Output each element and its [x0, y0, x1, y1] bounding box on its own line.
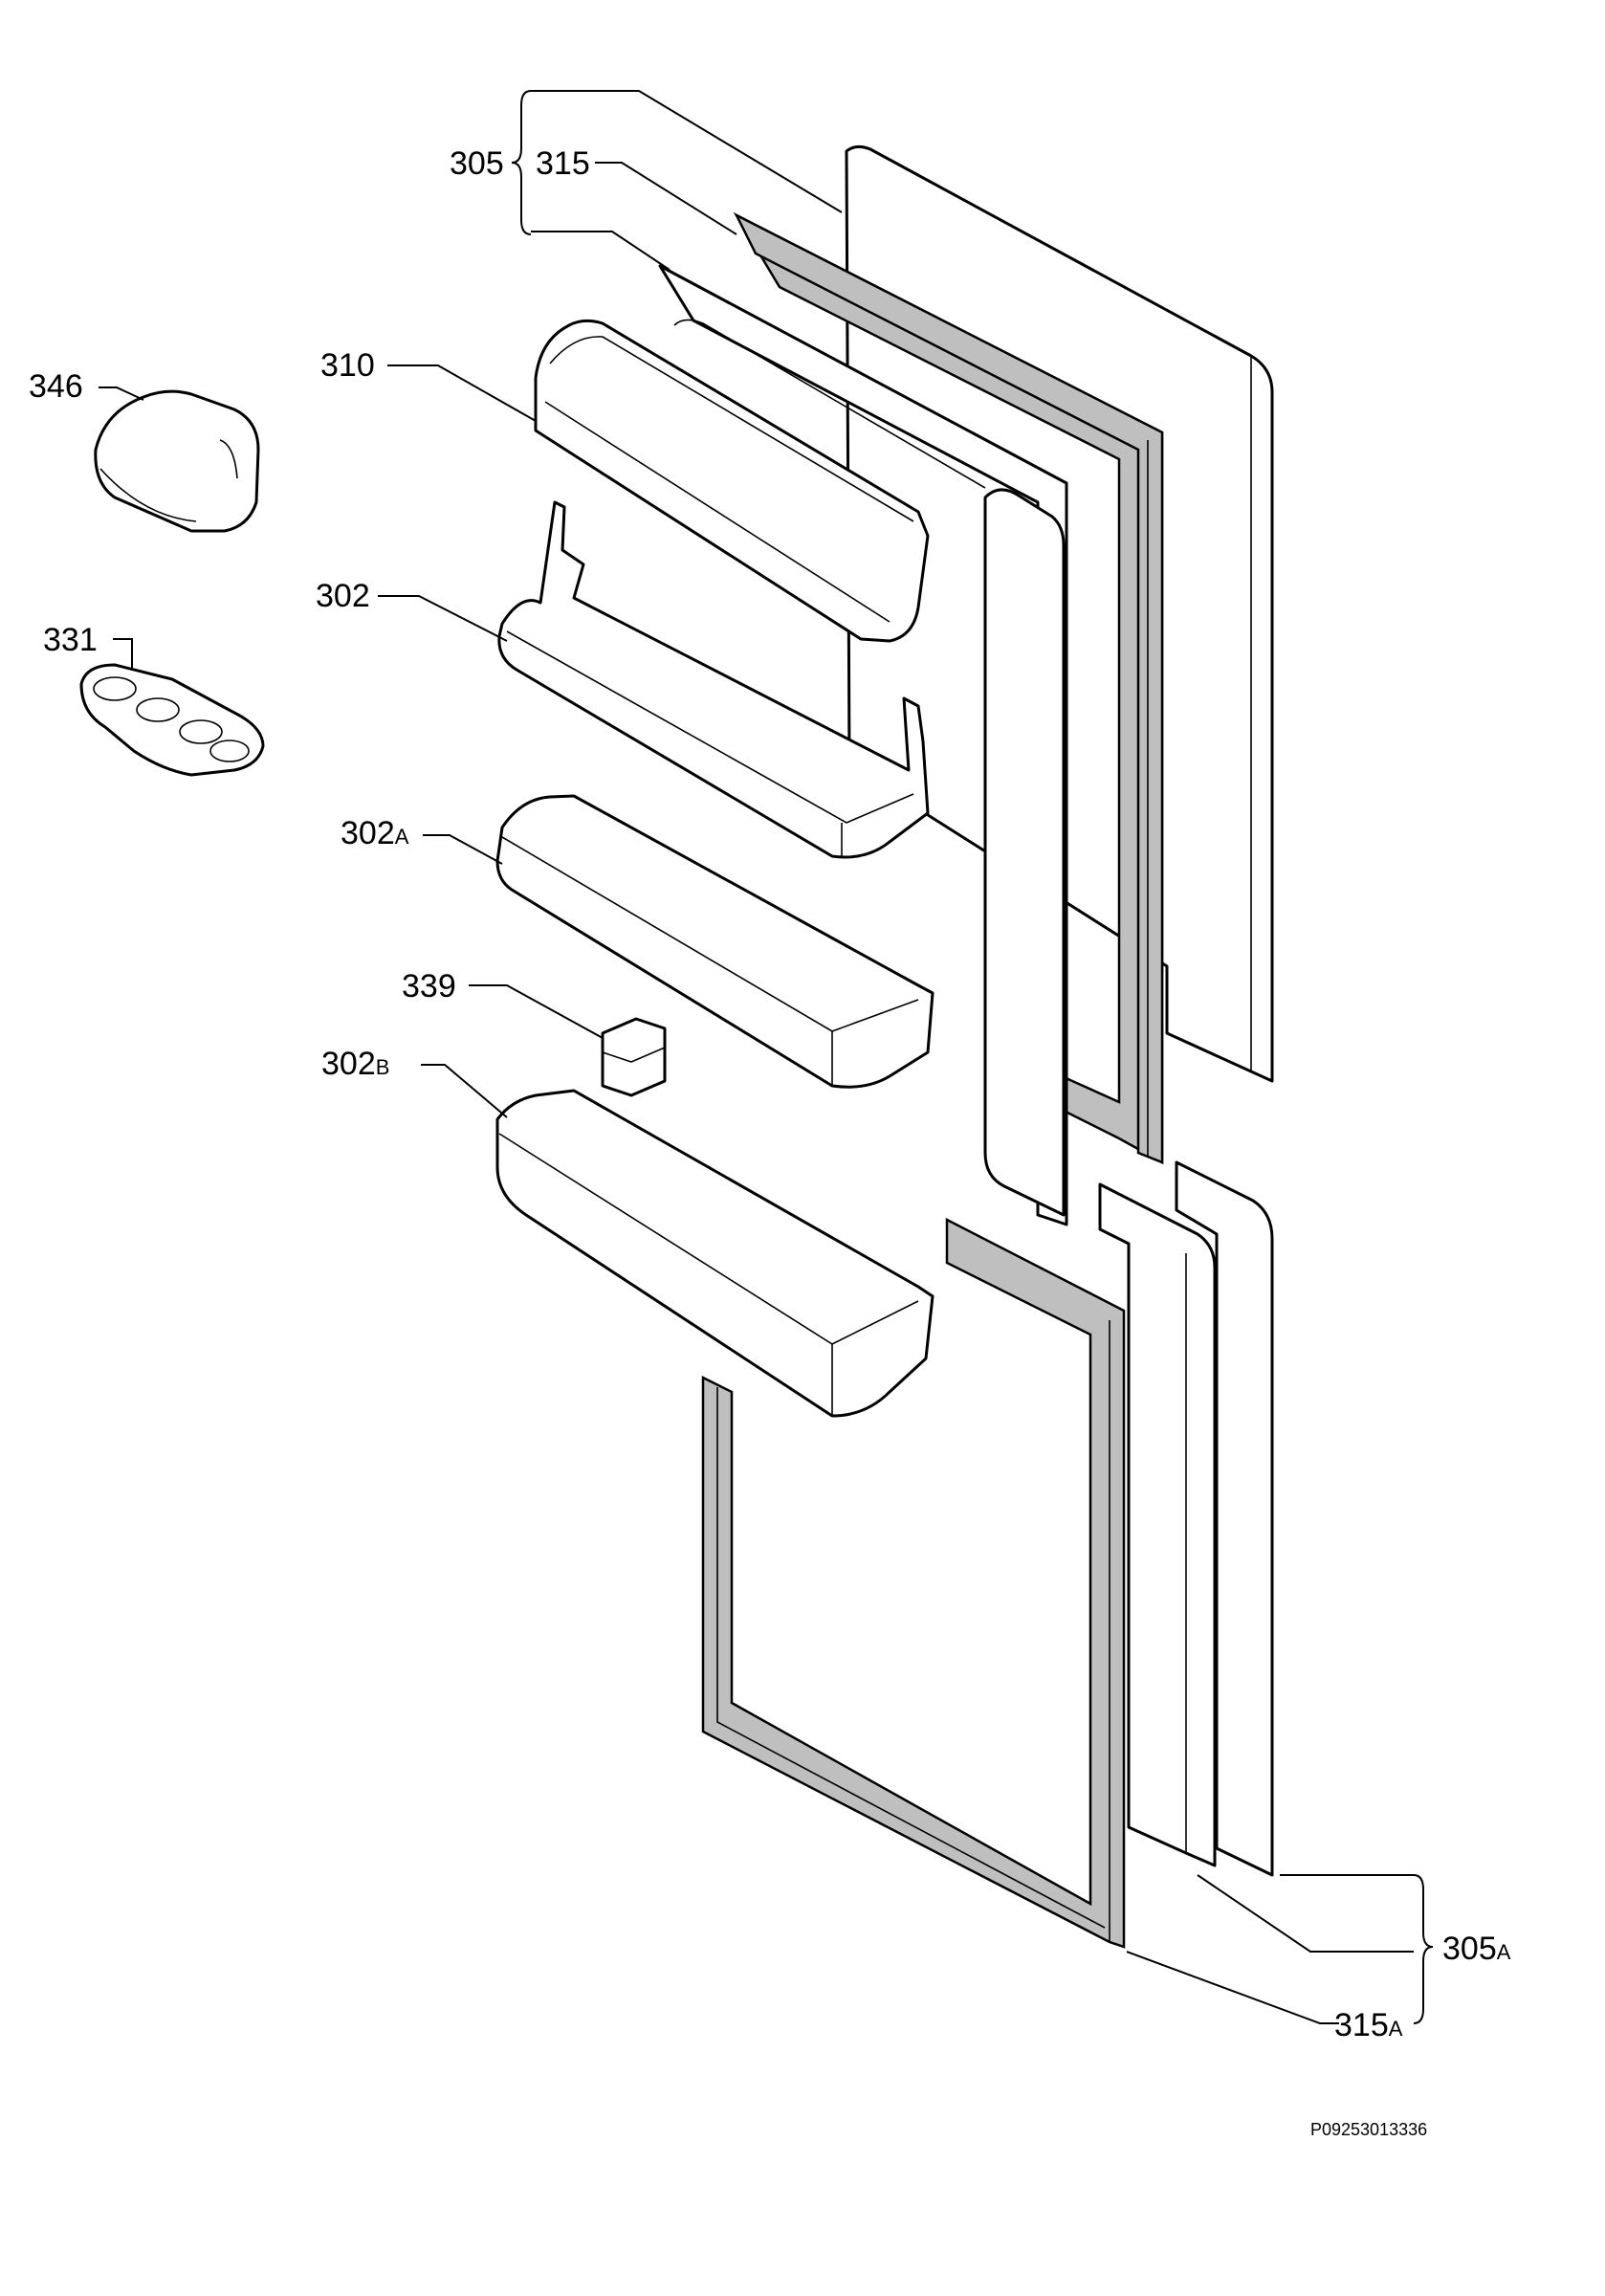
label-302: 302 [316, 578, 370, 614]
label-302b: 302B [321, 1046, 389, 1082]
lower-door-gasket [701, 1217, 1126, 1949]
door-shelf-302b [495, 1089, 934, 1418]
label-331: 331 [43, 622, 98, 658]
egg-tray-331 [79, 663, 265, 777]
label-302a: 302A [341, 815, 409, 851]
drawing-code: P09253013336 [1310, 2120, 1427, 2139]
leader-lines [99, 90, 1434, 2024]
upper-inner-liner [658, 264, 1068, 1226]
label-310: 310 [320, 347, 375, 384]
label-315: 315 [536, 145, 590, 182]
label-305a: 305A [1442, 1931, 1511, 1967]
part-labels: 305 315 346 310 302 331 302A 339 302B 30… [29, 145, 1511, 2139]
door-shelf-302a [495, 794, 934, 1089]
clip-339 [601, 1017, 667, 1097]
lower-door-panel [1098, 1160, 1274, 1877]
dairy-lid-310 [534, 319, 930, 643]
butter-dish-346 [94, 389, 260, 533]
door-shelf-302 [497, 500, 930, 859]
label-339: 339 [402, 968, 456, 1004]
label-305: 305 [450, 145, 504, 182]
label-315a: 315A [1334, 2007, 1403, 2043]
label-346: 346 [29, 368, 83, 405]
